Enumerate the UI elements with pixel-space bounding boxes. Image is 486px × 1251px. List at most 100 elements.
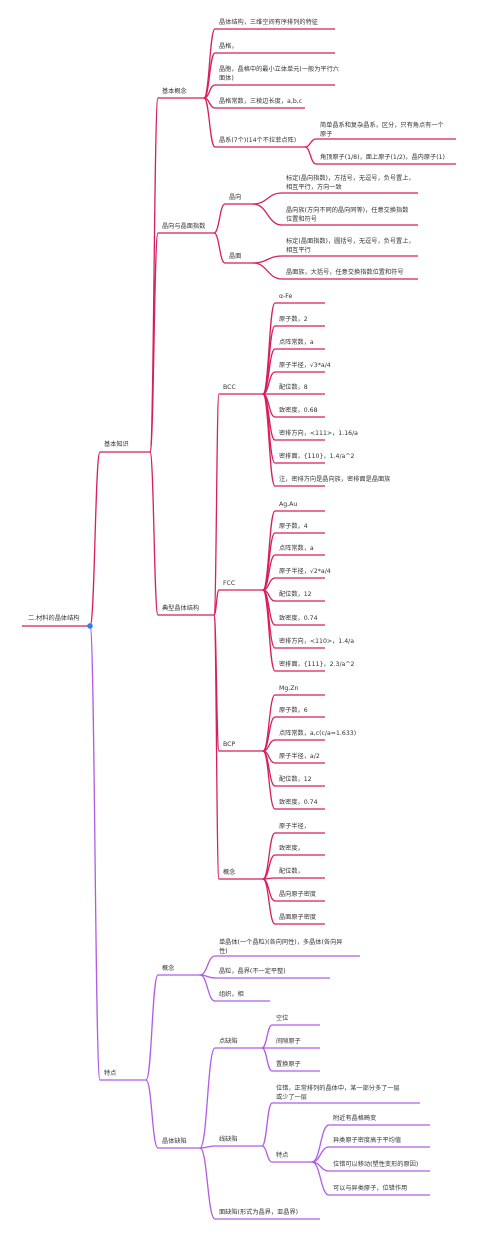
node-concept: 概念 — [223, 868, 235, 876]
leaf-grain: 晶粒，晶界(不一定平整) — [219, 967, 286, 975]
fcc-item-3: 点阵常数，a — [279, 544, 314, 552]
node-bcc: BCC — [223, 384, 236, 391]
leaf-plane-index-line1: 标定(晶面指数)，圆括号，无逗号，负号置上， — [286, 237, 415, 245]
leaf-dislocation-connector — [261, 1102, 273, 1147]
leaf-direction-index-line1: 标定(晶向指数)，方括号，无逗号，负号置上， — [286, 174, 415, 182]
concept-item-2-connector — [262, 854, 276, 880]
branch-features: 特点 — [104, 1069, 116, 1077]
feature-item-1: 附近有晶格畸变 — [333, 1114, 376, 1122]
node-basic-concepts-connector — [149, 97, 159, 453]
node-direction: 晶向 — [229, 193, 241, 201]
leaf-crystal-structure: 晶体结构，三维空间有序排列的特征 — [219, 18, 318, 26]
node-direction-connector — [213, 203, 226, 234]
bcc-item-3: 点阵常数，a — [279, 338, 314, 346]
node-plane: 晶面 — [229, 253, 241, 260]
leaf-simple-complex-line2: 原子 — [320, 131, 332, 138]
root-node: 二.材料的晶体结构 — [28, 614, 79, 622]
fcc-item-7: 密排方向，<110>，1.4/a — [279, 637, 354, 645]
hcp-item-6: 致密度，0.74 — [279, 798, 318, 806]
leaf-single-poly-line1: 单晶体(一个晶粒)(各向同性)，多晶体(各向异 — [219, 938, 342, 946]
node-hcp: BCP — [223, 741, 235, 748]
concept-item-3: 配位数， — [279, 867, 304, 875]
concept-item-2: 致密度， — [279, 844, 304, 852]
node-fcc-connector — [213, 589, 220, 616]
node-crystal-systems-connector — [203, 97, 216, 148]
concept-item-5: 晶面原子密度 — [279, 913, 316, 921]
fcc-item-1: Ag,Au — [279, 501, 297, 508]
bcc-item-2: 原子数，2 — [279, 315, 308, 323]
node-index-connector — [149, 232, 159, 453]
hcp-item-4: 原子半径，a/2 — [279, 752, 320, 760]
node-features-connector — [261, 1145, 273, 1163]
bcc-item-5: 配位数，8 — [279, 383, 308, 391]
feature-item-1-connector — [311, 1124, 330, 1163]
hcp-item-1: Mg,Zn — [279, 685, 298, 692]
bcc-item-1: α-Fe — [279, 293, 293, 300]
node-concept-2: 概念 — [162, 964, 174, 972]
feature-item-4-connector — [311, 1161, 330, 1196]
leaf-atom-shares-connector — [304, 146, 317, 165]
bcc-item-8: 密排面，{110}，1.4/a^2 — [279, 452, 355, 460]
leaf-direction-family-line1: 晶向族(方向不同的晶向同等)，任意交换指数 — [286, 206, 409, 214]
leaf-dislocation-line1: 位错，正常排列的晶体中，某一部分多了一层 — [276, 1084, 400, 1092]
leaf-single-poly-connector — [199, 955, 216, 976]
node-defects: 晶体缺陷 — [162, 1137, 187, 1145]
leaf-structure-phase-connector — [199, 974, 216, 1002]
leaf-surface-defect-connector — [199, 1147, 216, 1220]
leaf-direction-index-connector — [252, 192, 283, 205]
leaf-surface-defect: 面缺陷(形式为晶界，亚晶界) — [219, 1208, 298, 1216]
feature-item-2: 异类原子密度高于平均值 — [333, 1136, 401, 1144]
leaf-lattice: 晶格， — [219, 42, 238, 50]
fcc-item-4: 原子半径，√2*a/4 — [279, 567, 331, 575]
fcc-item-2-connector — [262, 532, 276, 591]
root-dot — [87, 623, 93, 629]
leaf-lattice-constant: 晶格常数，三棱边长度，a,b,c — [219, 97, 303, 105]
point-defect-item-1: 空位 — [276, 1014, 288, 1022]
branch-basic-knowledge-connector — [89, 451, 101, 627]
leaf-direction-family-line2: 位置和符号 — [286, 215, 317, 223]
bcc-item-1-connector — [262, 302, 276, 395]
node-point-defect-connector — [199, 1047, 216, 1149]
node-line-defect-connector — [199, 1145, 216, 1149]
leaf-direction-family-connector — [252, 203, 283, 226]
fcc-item-8-connector — [262, 589, 276, 672]
point-defect-item-1-connector — [261, 1024, 273, 1049]
node-bcc-connector — [213, 393, 220, 616]
node-defects-connector — [145, 1079, 159, 1149]
leaf-dislocation-line2: 或少了一层 — [276, 1093, 307, 1101]
node-features: 特点 — [276, 1151, 288, 1159]
point-defect-item-2: 间隙原子 — [276, 1037, 301, 1045]
fcc-item-2: 原子数，4 — [279, 522, 308, 530]
hcp-item-5: 配位数，12 — [279, 775, 312, 783]
node-concept-connector — [213, 614, 220, 880]
branch-features-connector — [89, 625, 101, 1081]
fcc-item-8: 密排面，{111}，2.3/a^2 — [279, 660, 355, 668]
node-fcc: FCC — [223, 580, 235, 587]
bcc-item-4: 原子半径，√3*a/4 — [279, 361, 331, 369]
concept-item-1: 原子半径， — [279, 822, 310, 830]
leaf-single-poly-line2: 性) — [219, 947, 228, 955]
node-crystal-systems: 晶系(7个)(14个不拉菲点阵) — [219, 136, 296, 144]
leaf-plane-family-connector — [252, 262, 283, 280]
bcc-item-9: 注，密排方向是晶向族，密排面是晶面族 — [279, 475, 390, 483]
leaf-plane-index-connector — [252, 255, 283, 264]
leaf-atom-shares: 角顶原子(1/8)，面上原子(1/2)，晶内原子(1) — [320, 153, 445, 161]
node-plane-connector — [213, 232, 226, 264]
node-point-defect: 点缺陷 — [219, 1037, 238, 1045]
leaf-simple-complex-line1: 简单晶系和复杂晶系，区分，只有角点有一个 — [320, 121, 444, 129]
leaf-plane-index-line2: 相互平行 — [286, 246, 311, 254]
leaf-unit-cell-line2: 面体) — [219, 74, 234, 82]
feature-item-3: 位错可以移动(塑性变形的原因) — [333, 1160, 418, 1168]
concept-item-4: 晶向原子密度 — [279, 890, 316, 898]
node-line-defect: 线缺陷 — [219, 1135, 238, 1143]
bcc-item-6: 致密度，0.68 — [279, 406, 318, 414]
leaf-lattice-connector — [203, 52, 216, 99]
leaf-crystal-structure-connector — [203, 28, 216, 99]
point-defect-item-3: 置换原子 — [276, 1060, 301, 1068]
fcc-item-5: 配位数，12 — [279, 590, 312, 598]
point-defect-item-3-connector — [261, 1047, 273, 1072]
leaf-simple-complex-connector — [304, 138, 317, 148]
leaf-structure-phase: 组织，相 — [219, 990, 244, 998]
branch-basic-knowledge: 基本知识 — [104, 440, 129, 448]
